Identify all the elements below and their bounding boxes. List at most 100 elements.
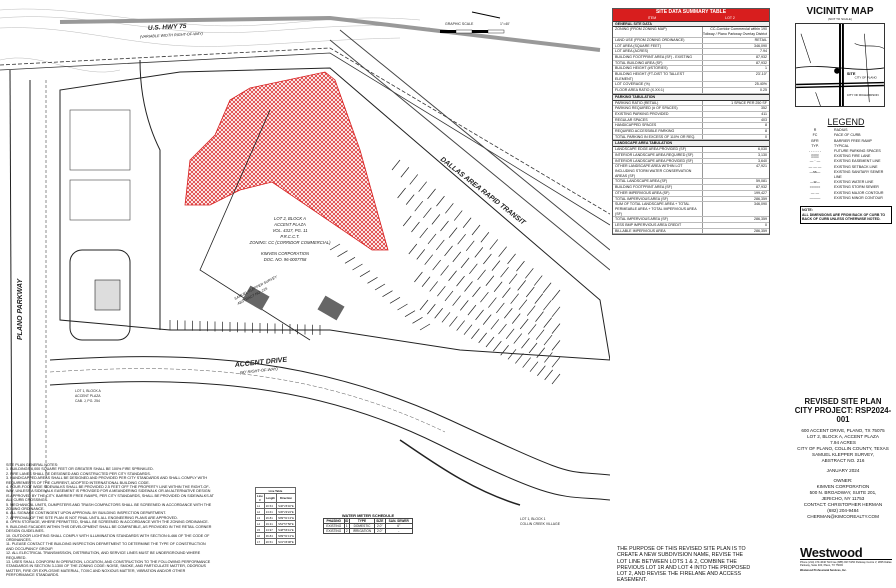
parking-stall-line bbox=[510, 293, 519, 304]
legend-item: — — —EXISTING SETBACK LINE bbox=[800, 165, 892, 170]
svg-text:P.R.C.C.T.: P.R.C.C.T. bbox=[280, 234, 299, 239]
plan-date: JANUARY 2024 bbox=[826, 468, 860, 473]
parking-stall-line bbox=[505, 328, 515, 340]
scale-ratio: 1"=40' bbox=[500, 22, 510, 26]
note-item: 11. PLEASE CONTACT THE BUILDING INSPECTI… bbox=[6, 542, 206, 551]
parking-stall-line bbox=[498, 323, 507, 335]
parking-stall-line bbox=[485, 275, 495, 286]
table-row: LANDSCAPE EDGE AREA PROVIDED (SF)6,030 bbox=[613, 147, 769, 153]
legend-label: EXISTING MAJOR CONTOUR bbox=[834, 190, 884, 195]
parking-stall-line bbox=[496, 302, 505, 314]
row-value: 286,359 bbox=[754, 217, 767, 222]
legend-symbol: ▒▒▒ bbox=[811, 154, 819, 159]
row-label: SUM OF TOTAL LANDSCAPE AREA + TOTAL PERM… bbox=[613, 202, 703, 217]
property-boundary bbox=[59, 67, 610, 361]
row-label: INTERIOR LANDSCAPE AREA REQUIRED (SF) bbox=[613, 152, 703, 158]
parking-stall-line bbox=[382, 290, 393, 297]
table-row: OTHER IMPERVIOUS AREA (SF) 199,427 bbox=[613, 190, 769, 197]
parking-stall-line bbox=[537, 365, 546, 376]
legend-item: —ss—EXISTING SANITARY SEWER LINE bbox=[800, 170, 892, 180]
note-item: 3. HANDICAPPED AREAS SHALL BE DESIGNED A… bbox=[6, 476, 208, 485]
row-label: HANDICAPPED SPACES bbox=[613, 123, 703, 129]
parking-stall-line bbox=[516, 260, 525, 272]
row-value: 286,359 bbox=[754, 228, 767, 233]
parking-stall-line bbox=[464, 281, 473, 292]
parking-stall-line bbox=[517, 280, 526, 291]
parking-stall-line bbox=[544, 369, 553, 381]
row-value: 199,427 bbox=[754, 190, 767, 195]
parking-stall-line bbox=[460, 257, 470, 269]
legend-label: EXISTING MINOR CONTOUR bbox=[834, 195, 883, 200]
row-label: FLOOR AREA RATIO (X.XX:1) bbox=[613, 88, 703, 93]
legend-symbol: ——— bbox=[809, 195, 821, 200]
parking-stall-line bbox=[491, 260, 501, 271]
parking-stall-line bbox=[518, 299, 528, 310]
parking-stall-line bbox=[515, 353, 524, 364]
legend-item: ——— EXISTING MINOR CONTOUR bbox=[800, 196, 892, 201]
parking-stall-line bbox=[521, 338, 530, 349]
parking-stall-line bbox=[437, 285, 446, 297]
legend-symbol: BFR bbox=[811, 138, 819, 143]
dimension-note: NOTE:ALL DIMENSIONS ARE FROM BACK OF CUR… bbox=[800, 206, 892, 224]
parking-stall-line bbox=[411, 221, 420, 233]
rail-line bbox=[339, 29, 610, 251]
note-item: 1. BUILDINGS 6,000 SQUARE FEET OR GREATE… bbox=[6, 467, 154, 472]
row-value: 8 bbox=[765, 123, 767, 128]
parking-stall-line bbox=[404, 310, 416, 317]
parking-stall-line bbox=[459, 300, 469, 311]
north-arrow-icon bbox=[471, 11, 501, 19]
parking-stall-line bbox=[475, 309, 484, 321]
legend-symbol: — · — bbox=[809, 159, 821, 164]
row-label: LOT AREA (SQUARE FEET) bbox=[613, 43, 703, 49]
parking-stall-line bbox=[367, 277, 378, 284]
legend-label: FUTURE PARKING SPACES bbox=[834, 149, 881, 154]
legend-label: TYPICAL bbox=[834, 143, 849, 148]
parking-stall-line bbox=[471, 328, 480, 339]
parking-stall-line bbox=[474, 247, 484, 258]
note-item: 13. USES SHALL CONFORM IN OPERATION, LOC… bbox=[6, 559, 211, 578]
row-label: BUILDING HEIGHT (FT-DIST TO TALLEST ELEM… bbox=[613, 72, 703, 82]
note-item: 9. BUILDING FACADES WITHIN THIS DEVELOPM… bbox=[6, 524, 212, 534]
svg-text:LOT 1, BLOCK 1: LOT 1, BLOCK 1 bbox=[520, 517, 546, 521]
parking-stall-line bbox=[452, 251, 462, 263]
row-value: 7.94 bbox=[760, 49, 767, 54]
parking-stall-line bbox=[409, 174, 419, 185]
firm-legal-name: Westwood Professional Services, Inc. bbox=[800, 568, 847, 572]
parkway-label: PLANO PARKWAY bbox=[17, 277, 24, 340]
row-value: 0.25 bbox=[760, 88, 767, 93]
row-label: BUILDING FOOTPRINT AREA (SF) - EXISTING bbox=[613, 54, 703, 60]
row-label: OTHER IMPERVIOUS AREA (SF) bbox=[613, 190, 703, 196]
address-line: LOT 2, BLOCK A, ACCENT PLAZA bbox=[807, 434, 879, 439]
note-item: 2. FIRE LANES SHALL BE DESIGNED AND CONS… bbox=[6, 471, 151, 476]
parking-stall-line bbox=[529, 361, 539, 372]
highway-label: U.S. HWY 75 bbox=[148, 23, 187, 32]
highway-pavement bbox=[59, 15, 601, 52]
parking-stall-line bbox=[453, 210, 463, 221]
legend-item: - - - - - -FUTURE PARKING SPACES bbox=[800, 149, 892, 154]
parking-stall-line bbox=[440, 220, 449, 232]
vicinity-map-image: SITE CITY OF PLANO CITY OF RICHARDSON bbox=[795, 23, 885, 107]
address-line: SAMUEL KLEPPER SURVEY, bbox=[812, 452, 874, 457]
parking-stall-line bbox=[480, 291, 489, 303]
row-value: 1 SPACE PER 250 SF bbox=[731, 100, 767, 105]
parking-stall-line bbox=[452, 295, 461, 306]
parking-stall-line bbox=[500, 266, 509, 278]
parking-stall-line bbox=[480, 232, 490, 243]
svg-text:ZONING: CC (CORRIDOR COMMERCIA: ZONING: CC (CORRIDOR COMMERCIAL) bbox=[249, 240, 332, 245]
parking-stall-line bbox=[344, 257, 356, 264]
table-row: TOTAL BUILDING AREA (SF)87,932 bbox=[613, 60, 769, 67]
owner-line: OWNER: bbox=[833, 478, 853, 483]
parking-stall-line bbox=[418, 181, 427, 192]
parking-stall-line bbox=[408, 243, 418, 255]
parking-stall-line bbox=[477, 269, 486, 281]
row-label: REQUIRED ACCESSIBLE PARKING bbox=[613, 129, 703, 134]
parking-stall-line bbox=[533, 275, 543, 286]
parking-stall-line bbox=[419, 323, 431, 331]
parking-stall-line bbox=[551, 356, 561, 368]
parking-stall-line bbox=[405, 194, 415, 205]
